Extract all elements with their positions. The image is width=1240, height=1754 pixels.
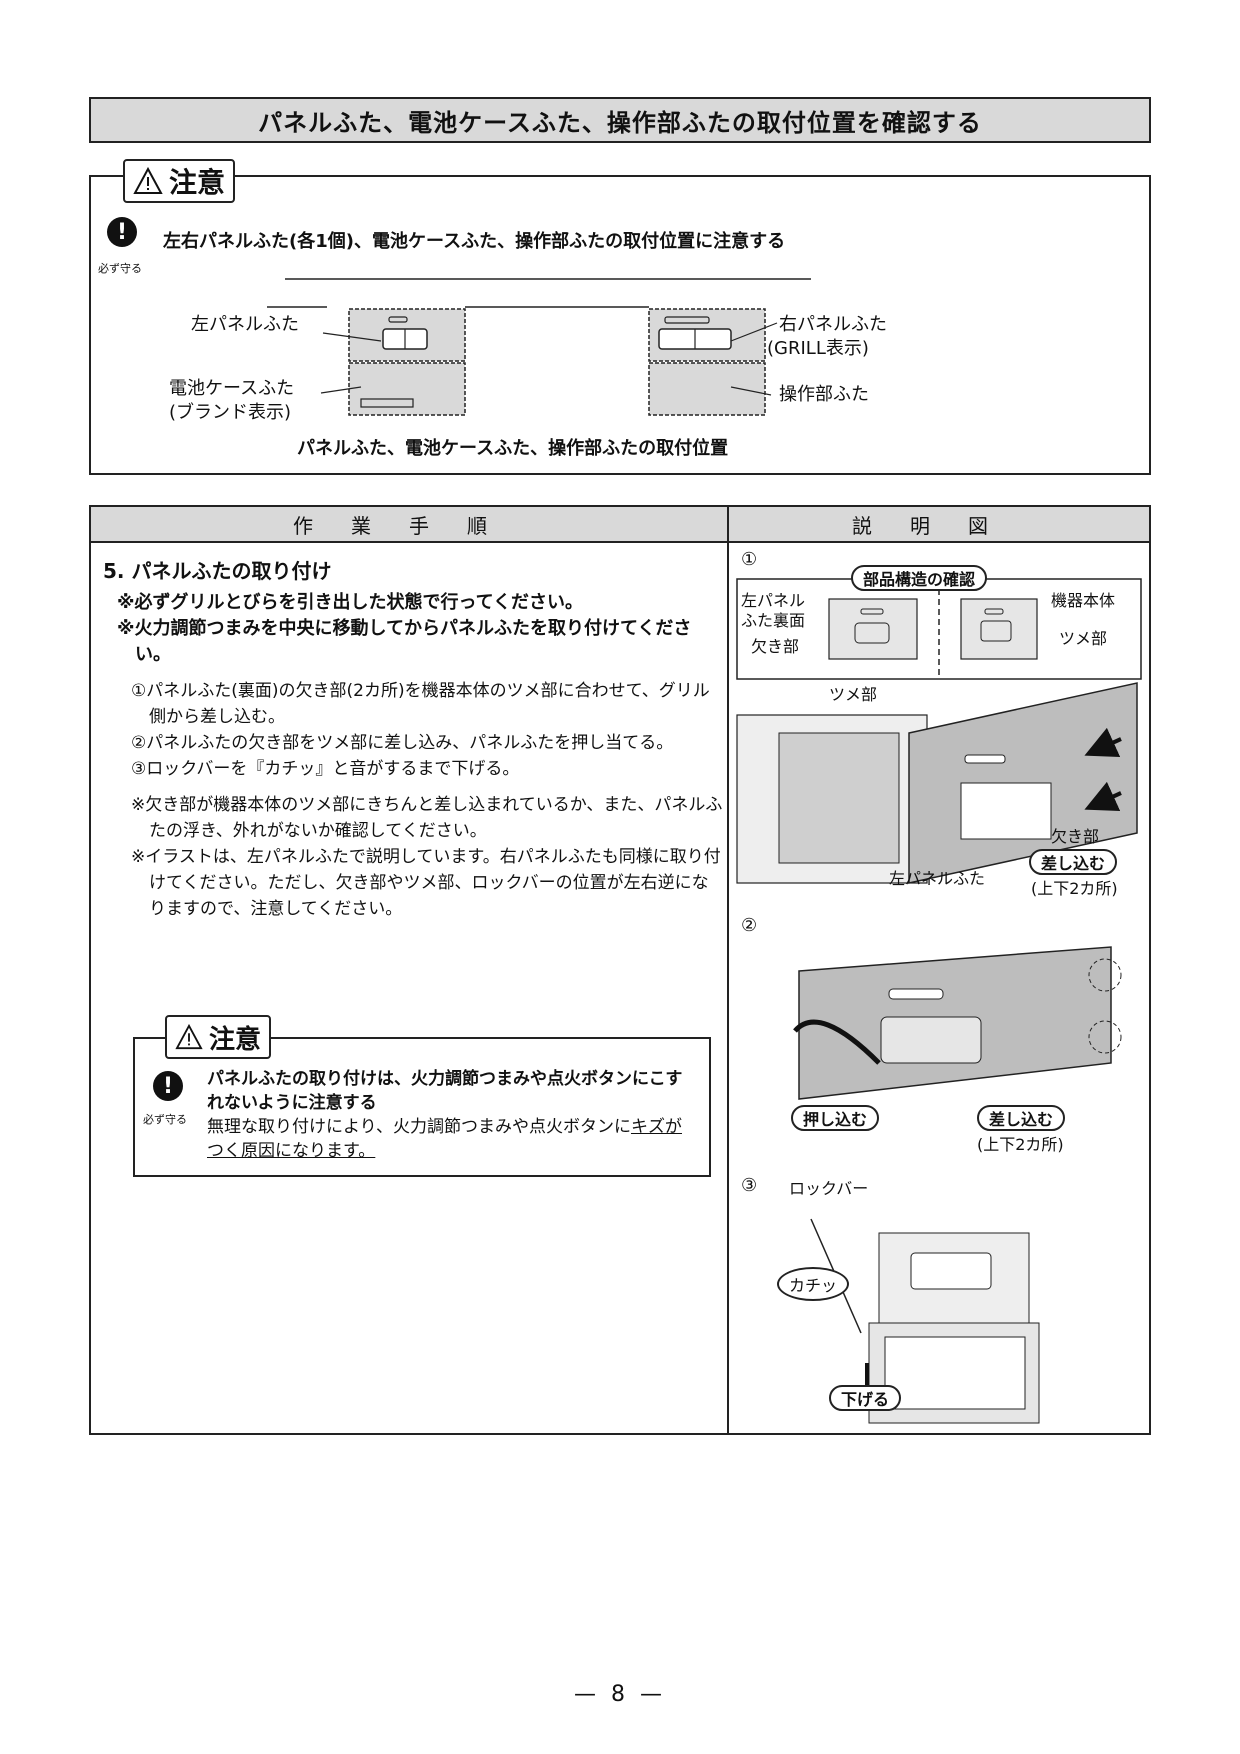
caution-tag-small-label: 注意	[209, 1024, 262, 1055]
caution-text: 左右パネルふた(各1個)、電池ケースふた、操作部ふたの取付位置に注意する	[163, 231, 786, 252]
step-item: ②パネルふたの欠き部をツメ部に差し込み、パネルふたを押し当てる。	[131, 733, 674, 753]
pill-insert-2: 差し込む	[977, 1105, 1066, 1131]
label-notch: 欠き部	[751, 637, 800, 656]
pill-structure-check: 部品構造の確認	[851, 565, 988, 591]
section-title: パネルふた、電池ケースふた、操作部ふたの取付位置を確認する	[89, 97, 1151, 143]
label-click: カチッ	[777, 1267, 850, 1301]
figure-num-1: ①	[741, 549, 758, 570]
note-item: ※イラストは、左パネルふたで説明しています。右パネルふたも同様に取り付けてくださ…	[131, 847, 721, 919]
label-left-panel-back: 左パネル ふた裏面	[741, 591, 806, 630]
header-figure: 説明図	[852, 513, 1026, 538]
figure-num-3: ③	[741, 1175, 758, 1196]
table-header: 作業手順 説明図	[91, 507, 1149, 543]
label-tab-inset: ツメ部	[1059, 629, 1108, 648]
label-body: 機器本体	[1051, 591, 1116, 610]
caution-small-text-pre: 無理な取り付けにより、火力調節つまみや点火ボタンに	[207, 1117, 631, 1137]
pill-insert: 差し込む	[1029, 849, 1118, 875]
header-procedure: 作業手順	[293, 513, 525, 538]
label-left-panel-main: 左パネルふた	[889, 869, 986, 888]
figure-num-2: ②	[741, 915, 758, 936]
warning-triangle-icon	[175, 1024, 203, 1050]
procedure-column: 5. パネルふたの取り付け ※必ずグリルとびらを引き出した状態で行ってください。…	[103, 555, 723, 922]
label-right-panel: 右パネルふた	[779, 314, 887, 335]
bold-note: ※必ずグリルとびらを引き出した状態で行ってください。	[117, 592, 584, 613]
exclamation-icon: !	[107, 217, 137, 247]
label-tab: ツメ部	[829, 685, 878, 704]
caution-tag: 注意	[123, 159, 236, 203]
caution-box-small: 注意 ! 必ず守る パネルふたの取り付けは、火力調節つまみや点火ボタンにこすれな…	[133, 1015, 711, 1177]
column-divider	[727, 507, 729, 1433]
step-item: ③ロックバーを『カチッ』と音がするまで下げる。	[131, 759, 520, 779]
step-item: ①パネルふた(裏面)の欠き部(2カ所)を機器本体のツメ部に合わせて、グリル側から…	[131, 681, 710, 727]
exclamation-icon: !	[153, 1071, 183, 1101]
label-notch-main: 欠き部	[1051, 827, 1100, 846]
figure-column: ① 部品構造の確認 左パネル ふた裏面 欠き部 機器本体 ツメ部 ツメ部 欠き部…	[729, 543, 1149, 1433]
caution-tag-small: 注意	[165, 1015, 272, 1059]
label-lockbar: ロックバー	[789, 1179, 869, 1198]
must-label: 必ず守る	[98, 262, 142, 275]
caution-small-text-underline: キズがつく原因になります。	[207, 1117, 682, 1161]
must-label: 必ず守る	[143, 1113, 187, 1126]
caution-tag-label: 注意	[169, 166, 226, 199]
label-left-panel: 左パネルふた	[191, 314, 299, 335]
caution-small-text: 無理な取り付けにより、火力調節つまみや点火ボタンにキズがつく原因になります。	[207, 1115, 697, 1163]
bold-note: ※火力調節つまみを中央に移動してからパネルふたを取り付けてください。	[117, 618, 692, 665]
diagram-caption: パネルふた、電池ケースふた、操作部ふたの取付位置	[297, 438, 729, 459]
label-right-panel-grill: (GRILL表示)	[767, 338, 869, 359]
caution-box: 注意 ! 必ず守る 左右パネルふた(各1個)、電池ケースふた、操作部ふたの取付位…	[89, 159, 1151, 475]
label-insert-count: (上下2カ所)	[1031, 879, 1118, 898]
section-title-text: パネルふた、電池ケースふた、操作部ふたの取付位置を確認する	[258, 108, 982, 137]
label-battery-brand: (ブランド表示)	[169, 402, 292, 423]
step-title: 5. パネルふたの取り付け	[103, 559, 332, 583]
page-number: — 8 —	[574, 1682, 666, 1707]
label-battery-cover: 電池ケースふた	[169, 378, 295, 399]
placement-diagram	[267, 278, 811, 416]
label-operation-cover: 操作部ふた	[779, 384, 869, 405]
caution-small-bold: パネルふたの取り付けは、火力調節つまみや点火ボタンにこすれないように注意する	[207, 1069, 683, 1113]
warning-triangle-icon	[133, 167, 163, 194]
label-insert-count-2: (上下2カ所)	[977, 1135, 1064, 1154]
note-item: ※欠き部が機器本体のツメ部にきちんと差し込まれているか、また、パネルふたの浮き、…	[131, 795, 723, 841]
pill-lower: 下げる	[829, 1385, 902, 1411]
procedure-table: 作業手順 説明図 5. パネルふたの取り付け ※必ずグリルとびらを引き出した状態…	[89, 505, 1151, 1435]
pill-push: 押し込む	[791, 1105, 880, 1131]
installation-figure	[736, 578, 1142, 1424]
